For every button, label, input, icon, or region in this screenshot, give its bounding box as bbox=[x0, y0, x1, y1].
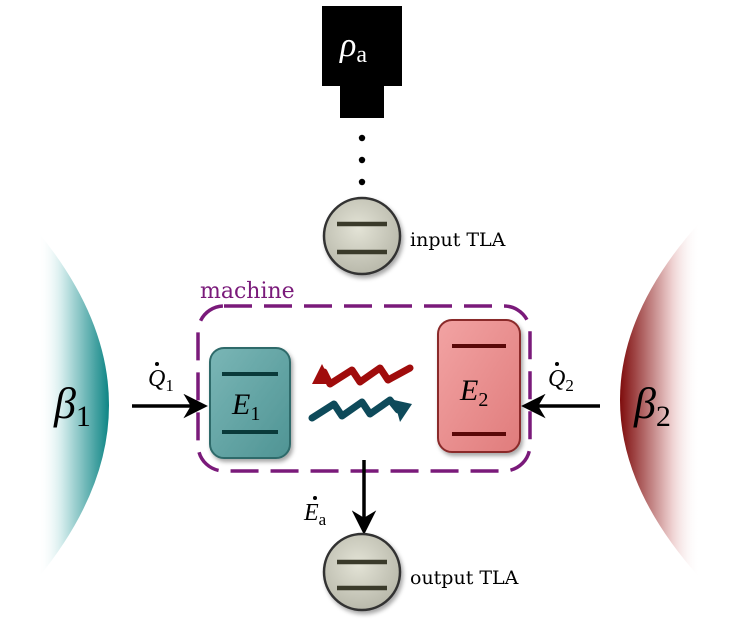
teal-zigzag bbox=[308, 396, 402, 422]
red-arrowhead bbox=[312, 364, 332, 384]
hot-bath-shape bbox=[620, 222, 700, 578]
source-box bbox=[322, 6, 402, 86]
beta2-label: β2 bbox=[633, 379, 671, 433]
cold-bath-shape bbox=[38, 232, 109, 578]
input-tla-label: input TLA bbox=[410, 229, 506, 251]
machine-label: machine bbox=[200, 279, 295, 304]
machine: machine E1 E2 bbox=[196, 279, 532, 473]
output-tla: output TLA bbox=[322, 532, 519, 612]
q1-label: Q1 bbox=[148, 366, 174, 395]
ellipsis-dots bbox=[358, 134, 366, 186]
q2-label: Q2 bbox=[548, 366, 574, 395]
input-tla-circle bbox=[322, 196, 402, 276]
rho-a-label: ρa bbox=[339, 27, 367, 68]
level-e2: E2 bbox=[437, 319, 521, 453]
exchange-arrows bbox=[308, 364, 414, 422]
teal-arrowhead bbox=[394, 400, 412, 422]
e2-label: E2 bbox=[459, 374, 488, 411]
q2-dot bbox=[555, 362, 559, 366]
ea-label: Ea bbox=[303, 500, 327, 529]
output-tla-circle bbox=[322, 532, 402, 612]
input-tla: input TLA bbox=[322, 196, 506, 276]
source-state: ρa bbox=[322, 6, 402, 118]
level-e2-box bbox=[437, 319, 521, 453]
beta1-label: β1 bbox=[53, 379, 91, 433]
q1-dot bbox=[155, 362, 159, 366]
heat-flow-2: Q2 bbox=[521, 362, 600, 419]
energy-output-flow: Ea bbox=[303, 460, 377, 535]
heat-flow-1: Q1 bbox=[132, 362, 208, 419]
output-tla-label: output TLA bbox=[410, 567, 519, 589]
source-nozzle bbox=[340, 84, 384, 118]
hot-bath: β2 bbox=[620, 222, 700, 578]
red-zigzag bbox=[320, 364, 414, 388]
e1-label: E1 bbox=[231, 388, 260, 425]
level-e1: E1 bbox=[209, 347, 291, 459]
ea-dot bbox=[313, 496, 317, 500]
cold-bath: β1 bbox=[38, 232, 109, 578]
